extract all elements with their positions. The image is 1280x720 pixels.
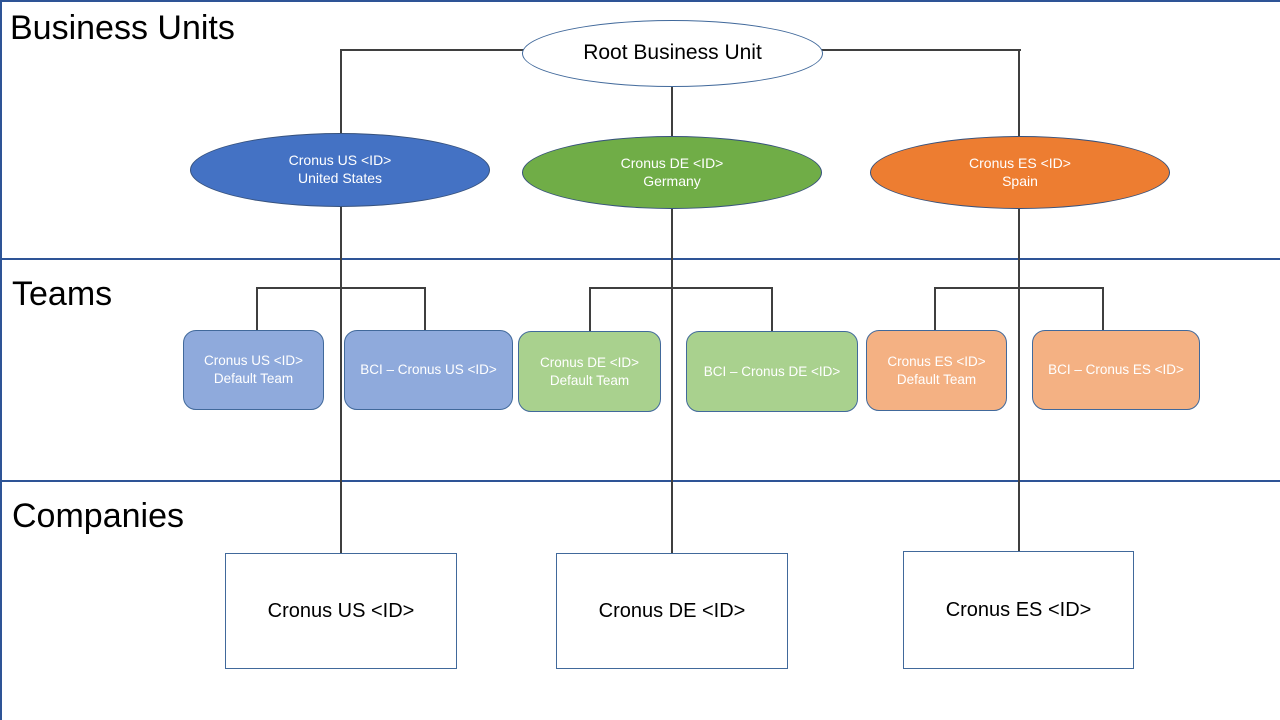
node-team-de-default[interactable]: Cronus DE <ID> Default Team	[518, 331, 661, 412]
connector-us-team-bci-drop	[424, 287, 426, 332]
node-business-unit-us-line1: Cronus US <ID>	[288, 152, 392, 169]
connector-es-team-default-drop	[934, 287, 936, 332]
node-team-us-bci[interactable]: BCI – Cronus US <ID>	[344, 330, 513, 410]
section-divider-teams-companies	[0, 480, 1280, 482]
connector-root-to-es-horizontal	[821, 49, 1021, 51]
connector-es-teams-horizontal	[934, 287, 1104, 289]
node-team-es-default-line2: Default Team	[896, 371, 977, 387]
node-team-de-bci[interactable]: BCI – Cronus DE <ID>	[686, 331, 858, 412]
node-team-de-default-line1: Cronus DE <ID>	[539, 354, 640, 370]
section-title-teams: Teams	[12, 275, 113, 313]
connector-trunk-es	[1018, 49, 1020, 554]
section-title-business-units: Business Units	[10, 9, 235, 47]
node-team-us-default-line1: Cronus US <ID>	[203, 353, 304, 369]
connector-trunk-de	[671, 78, 673, 554]
section-title-companies: Companies	[12, 497, 184, 535]
node-team-es-default[interactable]: Cronus ES <ID> Default Team	[866, 330, 1007, 411]
node-company-de-label: Cronus DE <ID>	[598, 599, 746, 622]
node-team-es-bci[interactable]: BCI – Cronus ES <ID>	[1032, 330, 1200, 410]
connector-root-to-us-horizontal	[340, 49, 524, 51]
node-team-us-default-line2: Default Team	[213, 371, 294, 386]
connector-de-team-bci-drop	[771, 287, 773, 332]
node-team-es-bci-line1: BCI – Cronus ES <ID>	[1048, 362, 1184, 378]
section-divider-business-units-teams	[0, 258, 1280, 260]
node-business-unit-es-line2: Spain	[1002, 172, 1038, 189]
node-root-business-unit-label: Root Business Unit	[583, 41, 762, 65]
node-root-business-unit[interactable]: Root Business Unit	[522, 20, 823, 87]
node-company-us[interactable]: Cronus US <ID>	[225, 553, 457, 669]
node-company-de[interactable]: Cronus DE <ID>	[556, 553, 788, 669]
node-business-unit-es[interactable]: Cronus ES <ID> Spain	[870, 136, 1170, 209]
node-company-es[interactable]: Cronus ES <ID>	[903, 551, 1134, 669]
connector-es-team-bci-drop	[1102, 287, 1104, 332]
node-company-us-label: Cronus US <ID>	[267, 599, 415, 622]
node-team-us-default[interactable]: Cronus US <ID> Default Team	[183, 330, 324, 410]
node-business-unit-us[interactable]: Cronus US <ID> United States	[190, 133, 490, 207]
node-business-unit-us-line2: United States	[297, 170, 383, 186]
node-business-unit-de[interactable]: Cronus DE <ID> Germany	[522, 136, 822, 209]
node-team-us-bci-line1: BCI – Cronus US <ID>	[360, 362, 497, 378]
connector-us-teams-horizontal	[256, 287, 426, 289]
node-business-unit-de-line1: Cronus DE <ID>	[620, 154, 724, 171]
page-border-left	[0, 0, 2, 720]
page-border-top	[0, 0, 1280, 2]
node-company-es-label: Cronus ES <ID>	[945, 598, 1092, 621]
node-business-unit-es-line1: Cronus ES <ID>	[969, 154, 1071, 171]
connector-trunk-us	[340, 49, 342, 554]
node-team-de-bci-line1: BCI – Cronus DE <ID>	[703, 363, 841, 379]
connector-de-teams-horizontal	[589, 287, 773, 289]
connector-de-team-default-drop	[589, 287, 591, 332]
connector-us-team-default-drop	[256, 287, 258, 332]
node-business-unit-de-line2: Germany	[643, 172, 701, 189]
node-team-de-default-line2: Default Team	[549, 372, 630, 388]
node-team-es-default-line1: Cronus ES <ID>	[887, 353, 986, 369]
